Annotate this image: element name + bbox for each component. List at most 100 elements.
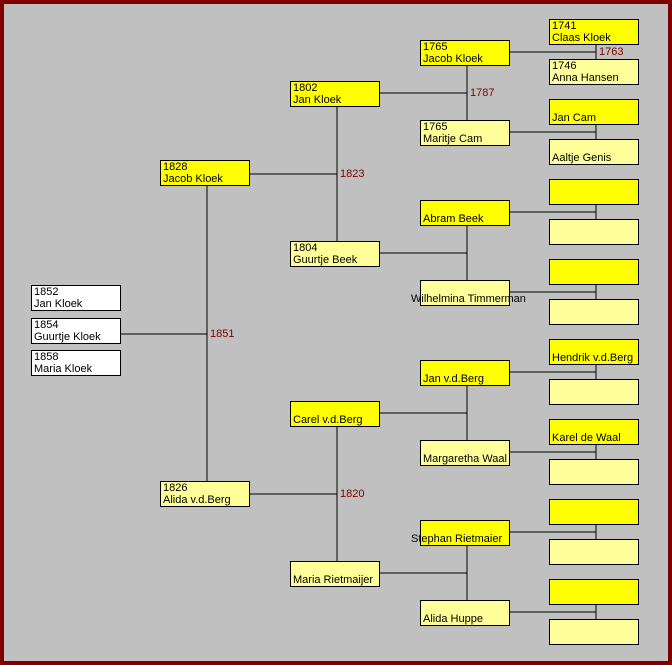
person-name: Abram Beek <box>423 213 484 225</box>
person-birth-year <box>552 500 638 512</box>
person-birth-year <box>552 220 638 232</box>
mother-box[interactable]: Margaretha Waal <box>420 440 510 466</box>
person-name: Jan Kloek <box>293 94 342 106</box>
person-birth-year <box>552 140 638 152</box>
marriage-year: 1787 <box>470 87 495 99</box>
person-birth-year <box>552 580 638 592</box>
marriage-year: 1820 <box>340 488 365 500</box>
person-birth-year: 1858 <box>34 351 59 363</box>
person-birth-year: 1765 <box>423 121 448 133</box>
mother-box[interactable] <box>549 219 639 245</box>
person-name: Jan Kloek <box>34 298 83 310</box>
person-birth-year <box>423 281 509 293</box>
father-box[interactable] <box>549 259 639 285</box>
father-box[interactable]: Karel de Waal <box>549 419 639 445</box>
person-birth-year <box>423 441 509 453</box>
person-birth-year: 1746 <box>552 60 577 72</box>
person-birth-year: 1826 <box>163 482 188 494</box>
person-name: Wilhelmina Timmerman <box>411 293 526 305</box>
person-name <box>552 512 638 524</box>
person-name <box>552 192 638 204</box>
person-name: Karel de Waal <box>552 432 621 444</box>
person-name <box>552 232 638 244</box>
mother-box[interactable] <box>549 299 639 325</box>
mother-box[interactable] <box>549 379 639 405</box>
mother-box[interactable] <box>549 619 639 645</box>
person-name: Alida v.d.Berg <box>163 494 231 506</box>
marriage-year: 1763 <box>599 46 624 58</box>
person-name <box>552 392 638 404</box>
person-birth-year: 1804 <box>293 242 318 254</box>
person-birth-year <box>552 620 638 632</box>
marriage-year: 1823 <box>340 168 365 180</box>
person-name: Carel v.d.Berg <box>293 414 363 426</box>
person-birth-year <box>423 521 509 533</box>
person-name: Hendrik v.d.Berg <box>552 352 634 364</box>
person-name: Maria Rietmaijer <box>293 574 374 586</box>
person-name <box>552 632 638 644</box>
person-birth-year <box>293 562 379 574</box>
person-name: Jan Cam <box>552 112 597 124</box>
person-name <box>552 312 638 324</box>
father-box[interactable]: Stephan Rietmaier <box>411 520 510 546</box>
marriage-year: 1851 <box>210 328 235 340</box>
person-birth-year: 1765 <box>423 41 448 53</box>
mother-box[interactable] <box>549 539 639 565</box>
father-box[interactable] <box>549 579 639 605</box>
person-name: Maria Kloek <box>34 363 93 375</box>
person-birth-year <box>552 420 638 432</box>
father-box[interactable]: Abram Beek <box>420 200 510 226</box>
father-box[interactable]: Jan Cam <box>549 99 639 125</box>
mother-box[interactable]: Wilhelmina Timmerman <box>411 280 526 306</box>
person-birth-year <box>552 540 638 552</box>
father-box[interactable]: Jan v.d.Berg <box>420 360 510 386</box>
person-name: Alida Huppe <box>423 613 483 625</box>
mother-box[interactable]: Alida Huppe <box>420 600 510 626</box>
person-name: Jan v.d.Berg <box>423 373 484 385</box>
father-box[interactable]: Carel v.d.Berg <box>290 401 380 427</box>
person-birth-year: 1741 <box>552 20 577 32</box>
person-name: Jacob Kloek <box>423 53 483 65</box>
person-name: Aaltje Genis <box>552 152 612 164</box>
person-name <box>552 472 638 484</box>
person-birth-year <box>293 402 379 414</box>
person-name: Maritje Cam <box>423 133 483 145</box>
mother-box[interactable]: Maria Rietmaijer <box>290 561 380 587</box>
person-name: Guurtje Kloek <box>34 331 101 343</box>
mother-box[interactable] <box>549 459 639 485</box>
father-box[interactable] <box>549 179 639 205</box>
person-name <box>552 592 638 604</box>
person-name: Margaretha Waal <box>423 453 507 465</box>
person-name: Stephan Rietmaier <box>411 533 503 545</box>
person-birth-year <box>423 201 509 213</box>
father-box[interactable] <box>549 499 639 525</box>
person-birth-year <box>423 601 509 613</box>
mother-box[interactable]: Aaltje Genis <box>549 139 639 165</box>
person-birth-year <box>552 460 638 472</box>
person-birth-year <box>552 260 638 272</box>
person-birth-year <box>552 100 638 112</box>
person-birth-year <box>552 340 638 352</box>
person-birth-year: 1854 <box>34 319 59 331</box>
person-birth-year: 1802 <box>293 82 318 94</box>
person-birth-year <box>552 180 638 192</box>
person-birth-year: 1828 <box>163 161 188 173</box>
person-birth-year <box>423 361 509 373</box>
person-birth-year: 1852 <box>34 286 59 298</box>
person-name: Guurtje Beek <box>293 254 358 266</box>
father-box[interactable]: Hendrik v.d.Berg <box>549 339 639 365</box>
person-name: Claas Kloek <box>552 32 611 44</box>
person-name <box>552 552 638 564</box>
